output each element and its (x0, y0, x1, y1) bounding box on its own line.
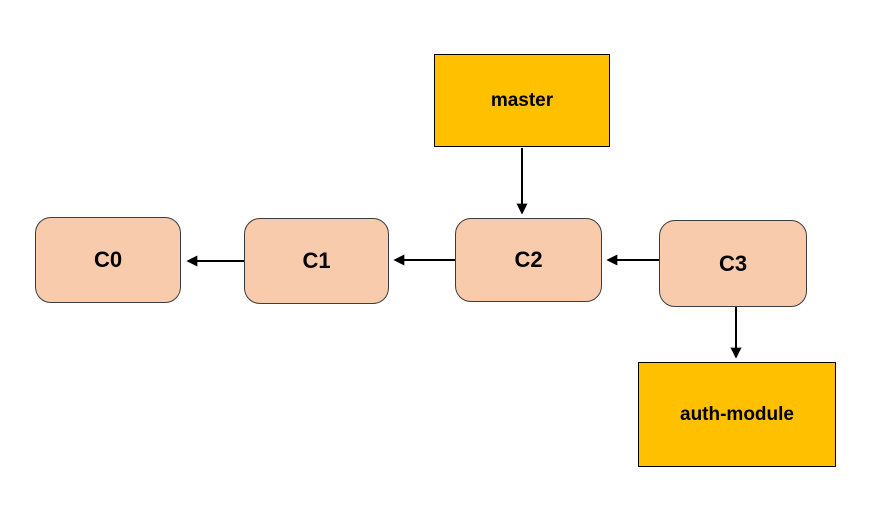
commit-label-c2: C2 (514, 247, 543, 272)
commit-node-c2: C2 (455, 218, 602, 302)
commit-label-c1: C1 (302, 248, 331, 273)
commit-label-c0: C0 (93, 247, 123, 272)
branch-node-auth-module: auth-module (638, 362, 836, 467)
branch-node-master: master (434, 54, 610, 147)
commit-node-c0: C0 (35, 217, 181, 303)
commit-node-c3: C3 (659, 220, 807, 307)
commit-label-c3: C3 (718, 250, 748, 276)
commit-node-c1: C1 (244, 218, 389, 304)
branch-label-master: master (490, 89, 554, 111)
branch-label-auth-module: auth-module (680, 403, 794, 425)
